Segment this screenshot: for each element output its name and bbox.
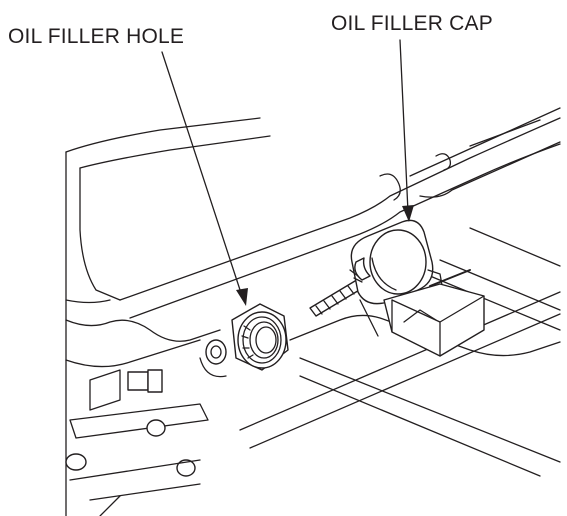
cap-bracket xyxy=(383,269,485,357)
oil-filler-cap-label: OIL FILLER CAP xyxy=(331,12,493,35)
oil-filler-hole xyxy=(231,303,289,371)
threaded-rod xyxy=(309,277,379,337)
frame-rails xyxy=(119,107,561,319)
crankcase-details xyxy=(65,319,227,516)
oil-filler-cap xyxy=(349,219,445,305)
base-frame xyxy=(239,227,561,477)
engine-housing-outline xyxy=(65,117,271,516)
oil-filler-hole-label: OIL FILLER HOLE xyxy=(8,25,185,48)
leader-lines xyxy=(161,39,414,306)
